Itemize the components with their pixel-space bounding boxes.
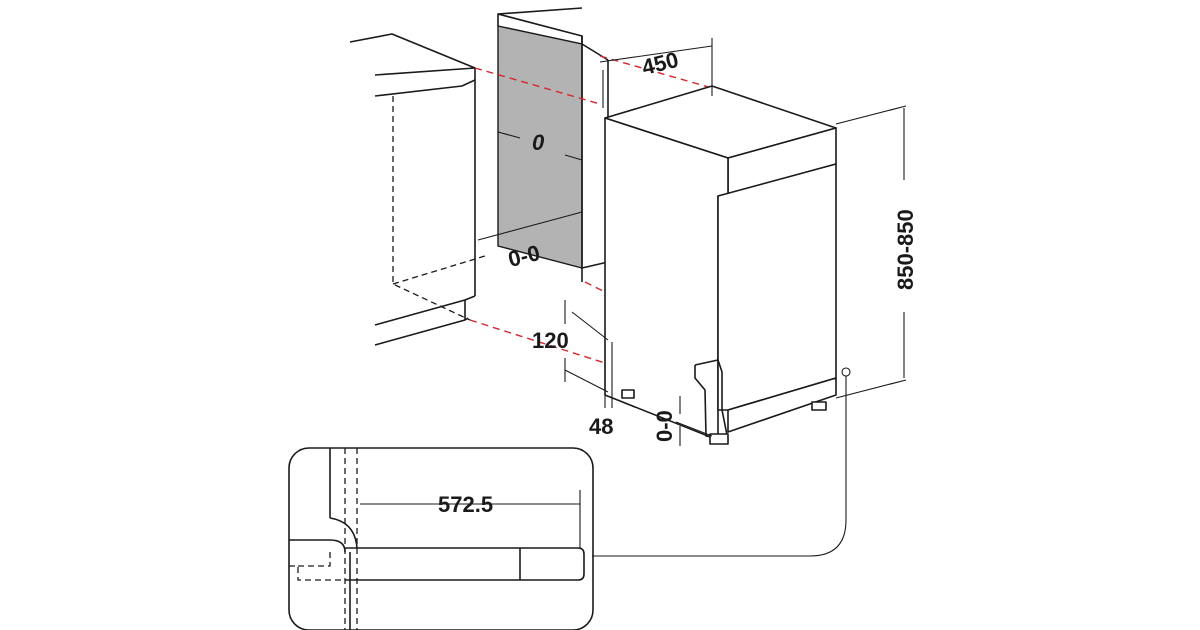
door-clearance-label: 572.5 xyxy=(438,492,493,517)
plinth-dimension: 120 48 xyxy=(532,300,613,439)
niche-side-panel xyxy=(497,7,609,282)
floor-gap-label: 0-0 xyxy=(652,410,677,442)
height-dimension: 850-850 xyxy=(835,105,918,399)
floor-gap-dimension: 0-0 xyxy=(652,396,713,446)
detail-inset: 572.5 xyxy=(288,447,594,630)
detail-callout-leader xyxy=(592,376,847,557)
dishwasher xyxy=(604,85,851,445)
height-label: 850-850 xyxy=(893,209,918,290)
adjacent-cabinet xyxy=(349,33,486,346)
depth-label: 450 xyxy=(639,47,681,80)
plinth-height-label: 120 xyxy=(532,328,569,353)
alignment-guides xyxy=(469,55,713,364)
side-gap-label: 0 xyxy=(532,130,545,155)
side-gap-dimension: 0 xyxy=(497,130,583,161)
foot-offset-label: 48 xyxy=(589,414,613,439)
